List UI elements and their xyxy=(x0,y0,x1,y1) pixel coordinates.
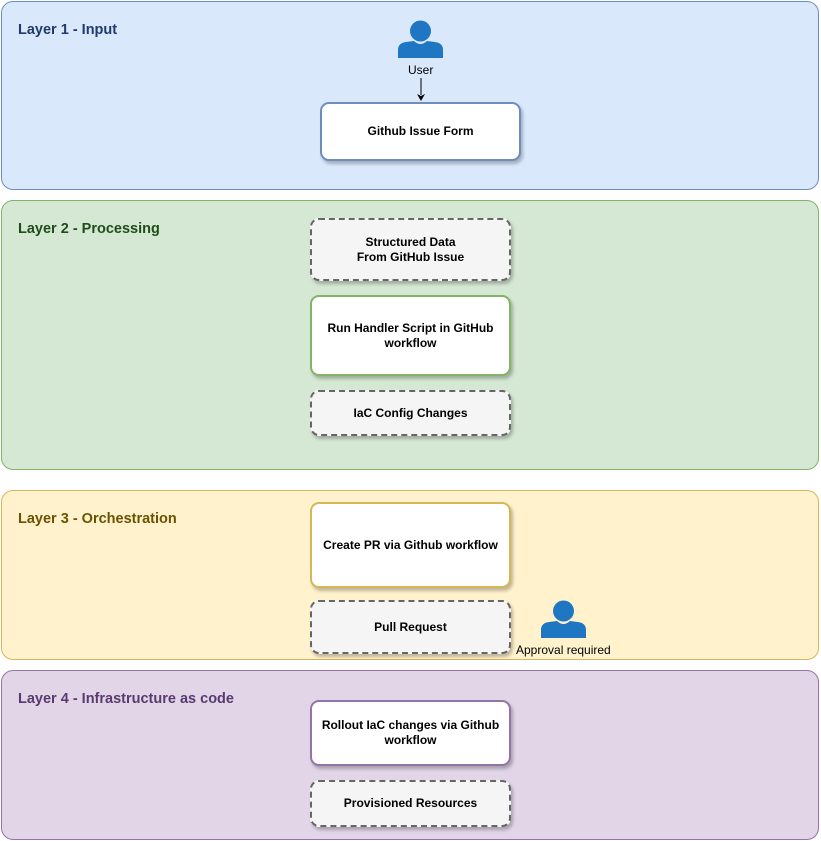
pull-request-node[interactable]: Pull Request xyxy=(310,600,511,654)
user-label: User xyxy=(408,63,434,77)
structured-data-node[interactable]: Structured Data From GitHub Issue xyxy=(310,218,511,281)
github-issue-form-node[interactable]: Github Issue Form xyxy=(320,102,521,161)
approval-required-label: Approval required xyxy=(516,643,611,657)
provisioned-resources-node[interactable]: Provisioned Resources xyxy=(310,780,511,827)
run-handler-script-node[interactable]: Run Handler Script in GitHub workflow xyxy=(310,295,511,376)
layer-title: Layer 1 - Input xyxy=(18,22,118,38)
person-icon xyxy=(398,20,443,58)
layer-title: Layer 3 - Orchestration xyxy=(18,511,177,527)
rollout-iac-node[interactable]: Rollout IaC changes via Github workflow xyxy=(310,700,511,766)
person-icon xyxy=(541,600,586,638)
create-pr-node[interactable]: Create PR via Github workflow xyxy=(310,502,511,588)
layer-title: Layer 2 - Processing xyxy=(18,221,160,237)
iac-config-changes-node[interactable]: IaC Config Changes xyxy=(310,390,511,436)
flow-arrow xyxy=(417,78,425,101)
layer-title: Layer 4 - Infrastructure as code xyxy=(18,691,234,707)
